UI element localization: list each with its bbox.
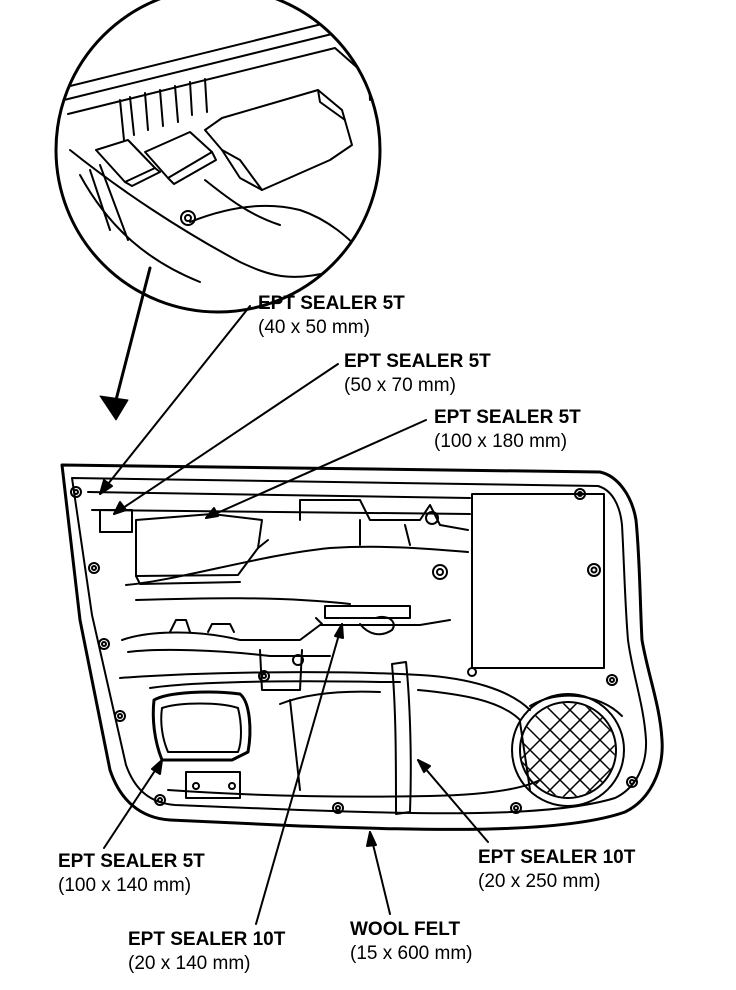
callout-size: (15 x 600 mm)	[350, 943, 473, 964]
inset-pointer-arrow	[99, 266, 152, 421]
callout-name: EPT SEALER 10T	[478, 847, 636, 868]
callout-name: EPT SEALER 5T	[258, 293, 405, 314]
callout-name: WOOL FELT	[350, 919, 461, 940]
callout-name: EPT SEALER 5T	[344, 351, 491, 372]
callout-size: (100 x 140 mm)	[58, 875, 192, 896]
callout-ept-sealer-100x180: EPT SEALER 5T (100 x 180 mm)	[434, 406, 581, 454]
callout-ept-sealer-100x140: EPT SEALER 5T (100 x 140 mm)	[58, 850, 205, 898]
callout-wool-felt: WOOL FELT (15 x 600 mm)	[350, 918, 472, 966]
callout-size: (20 x 140 mm)	[128, 953, 251, 974]
callout-size: (100 x 180 mm)	[434, 431, 568, 452]
callout-ept-sealer-20x250: EPT SEALER 10T (20 x 250 mm)	[478, 846, 635, 894]
speaker-grille	[521, 703, 615, 797]
callout-ept-sealer-20x140: EPT SEALER 10T (20 x 140 mm)	[128, 928, 285, 976]
callout-size: (50 x 70 mm)	[344, 375, 456, 396]
callout-ept-sealer-40x50: EPT SEALER 5T (40 x 50 mm)	[258, 292, 405, 340]
detail-inset	[54, 0, 382, 314]
leader-lines	[99, 305, 489, 925]
callout-name: EPT SEALER 5T	[58, 851, 205, 872]
callout-size: (40 x 50 mm)	[258, 317, 370, 338]
callout-name: EPT SEALER 5T	[434, 407, 581, 428]
callout-ept-sealer-50x70: EPT SEALER 5T (50 x 70 mm)	[344, 350, 491, 398]
callout-name: EPT SEALER 10T	[128, 929, 286, 950]
callout-size: (20 x 250 mm)	[478, 871, 601, 892]
